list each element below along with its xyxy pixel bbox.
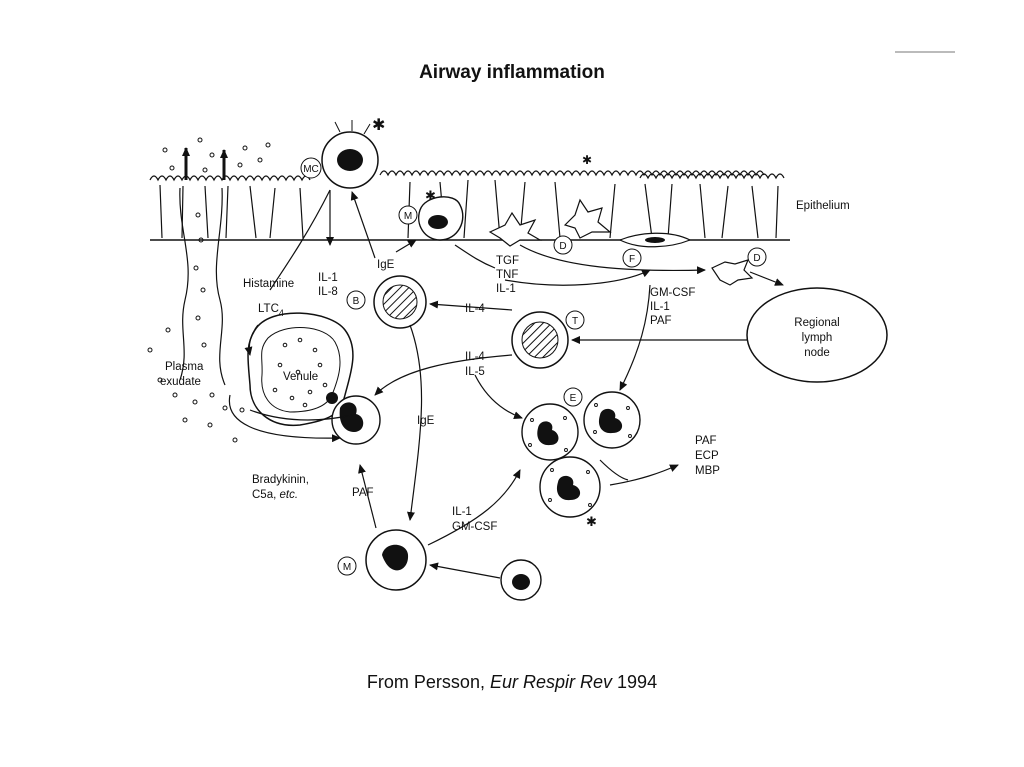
source-caption: From Persson, Eur Respir Rev 1994 — [0, 672, 1024, 693]
arrow-il1-f — [504, 269, 651, 286]
venule-exit — [249, 409, 353, 421]
ige-mid-label: IgE — [417, 415, 435, 427]
il4-top-label: IL-4 — [465, 303, 485, 315]
plasma-exudation: Plasma exudate — [147, 137, 271, 443]
il1-mc-label: IL-1 — [318, 272, 338, 284]
arrow-histamine — [269, 189, 331, 291]
arrow-d-node — [749, 271, 784, 286]
mc-label: MC — [303, 164, 319, 175]
arrow-ige-mc — [350, 191, 376, 259]
histamine-label: Histamine — [243, 278, 294, 290]
paf-left-label: PAF — [352, 487, 374, 499]
svg-text:✱: ✱ — [372, 117, 385, 134]
arrow-paf-up — [358, 464, 377, 529]
arrow-bradykinin — [228, 394, 341, 443]
arrow-il4-cell — [374, 354, 513, 396]
d-right-label: D — [753, 253, 760, 264]
t-label: T — [572, 316, 578, 327]
arrow-t-b — [429, 300, 513, 311]
macrophage-bottom: M — [337, 529, 427, 591]
t-cell: T — [511, 310, 585, 369]
arrow-il5-e — [474, 374, 523, 420]
labels: Epithelium Histamine LTC4 IL-1 IL-8 IgE … — [243, 200, 850, 533]
svg-text:✱: ✱ — [582, 153, 592, 167]
fibroblast: F — [618, 232, 692, 268]
bradykinin-label: Bradykinin, — [252, 474, 309, 486]
epithelium-label: Epithelium — [796, 200, 850, 212]
svg-text:LTC4: LTC4 — [258, 303, 284, 318]
eosinophil-1 — [521, 403, 579, 461]
m-bottom-label: M — [343, 562, 351, 573]
eosinophil-group: ✱ E — [521, 387, 641, 529]
regional-lymph-node: Regional lymph node — [746, 287, 888, 383]
arrow-ige-m — [395, 239, 417, 253]
il1-bottom-label: IL-1 — [452, 506, 472, 518]
plasma-label: Plasma — [165, 361, 204, 373]
svg-text:✱: ✱ — [425, 188, 436, 203]
arrow-gmcsf-e — [619, 284, 651, 391]
f-label: F — [629, 254, 635, 265]
il1-right-label: IL-1 — [650, 301, 670, 313]
macrophage-top: ✱ M — [398, 188, 464, 241]
dendritic-cells: ✱ D D — [488, 153, 767, 286]
arrow-d-d — [519, 244, 706, 275]
paf-right-label: PAF — [650, 315, 672, 327]
ige-top-label: IgE — [377, 259, 395, 271]
ltc4-sub: 4 — [279, 308, 284, 318]
paf-out-label: PAF — [695, 435, 717, 447]
arrow-ige-down — [407, 324, 423, 521]
arrow-e-mediators — [609, 464, 679, 486]
m-top-label: M — [404, 211, 412, 222]
lymph-label: lymph — [802, 332, 833, 344]
il5-mid-label: IL-5 — [465, 366, 485, 378]
monocyte — [500, 559, 542, 601]
diagram-title: Airway inflammation — [419, 62, 605, 83]
c5a-label: C5a, — [252, 489, 276, 501]
etc-label: etc. — [280, 489, 299, 501]
gmcsf-bottom-label: GM-CSF — [452, 521, 497, 533]
e-label: E — [570, 393, 577, 404]
arrow-il1-gmcsf — [427, 469, 521, 546]
node-label: node — [804, 347, 830, 359]
il4-mid-label: IL-4 — [465, 351, 485, 363]
arrow-m-tgf — [454, 244, 496, 269]
caption-prefix: From Persson, — [366, 672, 485, 692]
eosinophil-2 — [583, 391, 641, 449]
epithelium-layer — [149, 170, 790, 241]
svg-text:C5a, etc.: C5a, etc. — [252, 489, 298, 501]
arrow-e-join — [599, 459, 629, 481]
arrow-monocyte-m — [429, 562, 501, 579]
migrating-cell — [326, 392, 381, 445]
tgf-label: TGF — [496, 255, 519, 267]
ecp-out-label: ECP — [695, 450, 719, 462]
svg-text:✱: ✱ — [586, 514, 597, 529]
venule-label: Venule — [283, 371, 318, 383]
gmcsf-right-label: GM-CSF — [650, 287, 695, 299]
exudate-label: exudate — [160, 376, 201, 388]
regional-label: Regional — [794, 317, 839, 329]
ltc4-label: LTC — [258, 303, 279, 315]
caption-year: 1994 — [617, 672, 658, 692]
arrow-ltc4 — [244, 324, 259, 356]
eosinophil-3: ✱ — [539, 456, 601, 529]
d-left-label: D — [559, 241, 566, 252]
tnf-label: TNF — [496, 269, 518, 281]
arrows — [228, 189, 784, 579]
il8-mc-label: IL-8 — [318, 286, 338, 298]
caption-journal: Eur Respir Rev — [489, 672, 613, 692]
b-label: B — [353, 296, 360, 307]
b-cell: B — [346, 275, 427, 329]
mast-cell: ✱ MC — [300, 117, 385, 189]
il1-top-label: IL-1 — [496, 283, 516, 295]
mbp-out-label: MBP — [695, 465, 720, 477]
